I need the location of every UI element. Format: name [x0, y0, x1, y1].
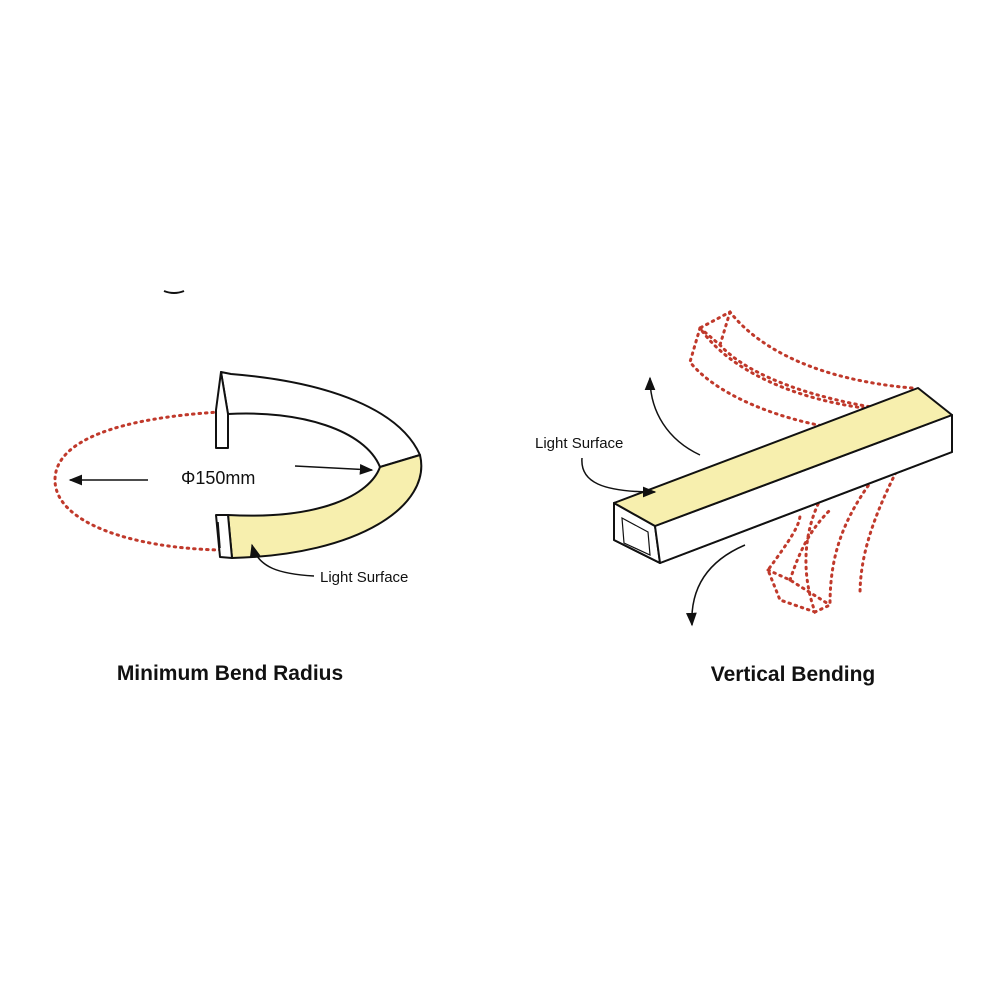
strip-end-slot — [621, 516, 651, 556]
bend-down-arrow — [686, 544, 746, 627]
bend-circle-dotted — [53, 410, 222, 552]
light-surface-callout-arrow-right — [581, 457, 657, 498]
bent-strip-top-face — [220, 371, 421, 468]
caption-vertical-bending: Vertical Bending — [711, 663, 876, 686]
light-surface-top-face — [613, 387, 953, 527]
bent-strip-inner-face — [215, 371, 229, 449]
diameter-label: Φ150mm — [181, 468, 255, 488]
light-surface-face — [227, 454, 423, 559]
stray-mark — [163, 290, 185, 294]
bend-up-arrow — [644, 376, 701, 456]
minimum-bend-radius-figure: Φ150mm Light Surface Minimum Bend Radius — [53, 290, 423, 685]
vertical-bending-figure: Light Surface Vertical Bending — [535, 310, 953, 686]
light-surface-callout-arrow-left — [249, 543, 315, 577]
downward-bend-dotted-side — [766, 513, 817, 614]
diameter-arrow-right — [294, 463, 374, 475]
upward-bend-dotted-edge — [698, 310, 892, 412]
upward-bend-dotted-outline — [697, 310, 914, 412]
light-surface-label-left: Light Surface — [320, 569, 408, 586]
end-cap-slot — [217, 521, 221, 549]
downward-bend-dotted-end — [858, 453, 907, 597]
light-surface-label-right: Light Surface — [535, 435, 623, 452]
downward-bend-dotted-edge — [766, 508, 832, 607]
downward-bend-dotted-outline — [804, 468, 882, 615]
caption-minimum-bend-radius: Minimum Bend Radius — [117, 662, 343, 685]
